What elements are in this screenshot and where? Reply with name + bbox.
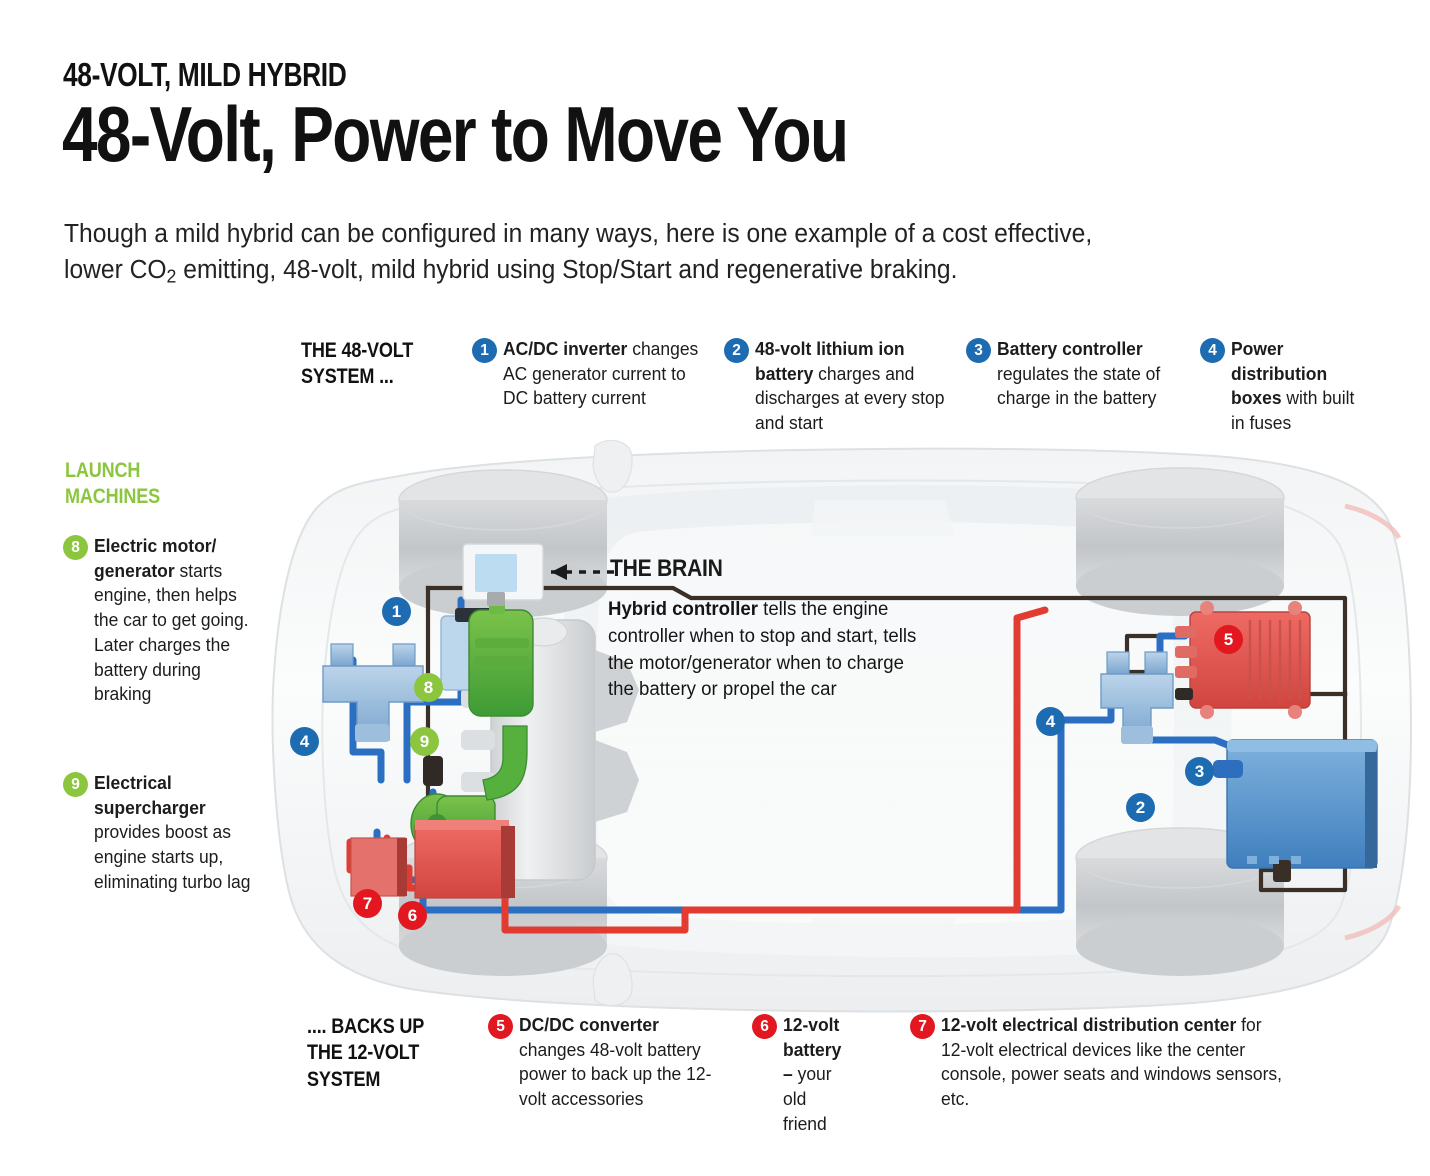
legend-item-2-body: charges and discharges at every stop and… xyxy=(755,362,945,434)
brain-title: Hybrid controller xyxy=(608,598,758,620)
legend-item-7-title: 12-volt electrical distribution center xyxy=(941,1014,1237,1035)
power-distribution-box-front xyxy=(322,643,424,742)
diagram-marker-2[interactable]: 2 xyxy=(1126,793,1155,822)
subheading-line-1: Though a mild hybrid can be configured i… xyxy=(64,220,1093,248)
car-mirrors xyxy=(592,440,633,1007)
legend-item-8-body: starts engine, then helps the car to get… xyxy=(94,559,249,705)
motor-generator-part xyxy=(468,600,534,717)
legend-item-8[interactable]: 8 Electric motor/ generator starts engin… xyxy=(63,534,263,707)
badge-1: 1 xyxy=(472,338,497,363)
badge-6: 6 xyxy=(752,1014,777,1039)
co2-subscript: 2 xyxy=(166,265,177,287)
diagram-marker-4-front[interactable]: 4 xyxy=(290,727,319,756)
diagram-marker-4-rear[interactable]: 4 xyxy=(1036,707,1065,736)
car-diagram xyxy=(255,440,1430,1020)
top-section-heading: THE 48-VOLT SYSTEM ... xyxy=(301,338,413,391)
legend-item-1-text: AC/DC inverter changes AC generator curr… xyxy=(472,337,705,411)
legend-item-8-text: Electric motor/ generator starts engine,… xyxy=(63,534,251,707)
top-heading-line-2: SYSTEM ... xyxy=(301,365,394,389)
legend-item-6-body: your old friend xyxy=(783,1063,832,1134)
badge-3: 3 xyxy=(966,338,991,363)
legend-item-7[interactable]: 7 12-volt electrical distribution center… xyxy=(910,1013,1310,1112)
badge-4: 4 xyxy=(1200,338,1225,363)
legend-item-2-text: 48-volt lithium ion battery charges and … xyxy=(724,337,950,436)
power-distribution-box-rear xyxy=(1100,651,1174,744)
legend-item-5-text: DC/DC converter changes 48-volt battery … xyxy=(488,1013,725,1112)
diagram-marker-8[interactable]: 8 xyxy=(414,673,443,702)
taillight-left xyxy=(1344,503,1402,540)
diagram-marker-9[interactable]: 9 xyxy=(410,727,439,756)
kicker-text: 48-VOLT, MILD HYBRID xyxy=(63,56,347,93)
diagram-marker-7[interactable]: 7 xyxy=(353,889,382,918)
badge-7: 7 xyxy=(910,1014,935,1039)
left-heading-line-1: LAUNCH xyxy=(65,459,141,482)
legend-item-6-title: 12-volt battery – xyxy=(783,1014,842,1085)
legend-item-5-body: changes 48-volt battery power to back up… xyxy=(519,1038,712,1110)
brain-label: THE BRAIN xyxy=(610,555,723,582)
connector-black-front xyxy=(423,756,443,786)
legend-item-4-body: with built in fuses xyxy=(1231,387,1355,434)
hybrid-controller-module xyxy=(462,543,544,606)
diagram-marker-3[interactable]: 3 xyxy=(1185,757,1214,786)
legend-item-3-text: Battery controller regulates the state o… xyxy=(966,337,1175,411)
left-heading-line-2: MACHINES xyxy=(65,485,160,509)
bottom-heading-line-2: THE 12-VOLT xyxy=(307,1041,420,1065)
twelve-volt-battery-part xyxy=(414,820,515,899)
legend-item-3[interactable]: 3 Battery controller regulates the state… xyxy=(966,337,1188,411)
badge-9: 9 xyxy=(63,772,88,797)
legend-item-9-title: Electrical supercharger xyxy=(94,772,206,818)
legend-item-9[interactable]: 9 Electrical supercharger provides boost… xyxy=(63,771,268,895)
legend-item-8-title: Electric motor/ generator xyxy=(94,535,217,581)
legend-item-7-text: 12-volt electrical distribution center f… xyxy=(910,1013,1286,1112)
subheading-line-2a: lower CO xyxy=(64,256,167,285)
legend-item-7-body: for 12-volt electrical devices like the … xyxy=(941,1014,1283,1110)
legend-item-9-text: Electrical supercharger provides boost a… xyxy=(63,771,256,895)
legend-item-1[interactable]: 1 AC/DC inverter changes AC generator cu… xyxy=(472,337,720,411)
legend-item-4[interactable]: 4 Power distribution boxes with built in… xyxy=(1200,337,1378,436)
legend-item-1-title: AC/DC inverter xyxy=(503,338,628,359)
badge-2: 2 xyxy=(724,338,749,363)
bottom-heading-line-1: .... BACKS UP xyxy=(307,1015,425,1038)
brain-description: Hybrid controller tells the engine contr… xyxy=(608,596,931,703)
legend-item-5[interactable]: 5 DC/DC converter changes 48-volt batter… xyxy=(488,1013,740,1112)
top-heading-line-1: THE 48-VOLT xyxy=(301,339,414,362)
legend-item-6-text: 12-volt battery – your old friend xyxy=(752,1013,846,1137)
legend-item-3-body: regulates the state of charge in the bat… xyxy=(997,362,1161,409)
legend-item-6[interactable]: 6 12-volt battery – your old friend xyxy=(752,1013,852,1137)
badge-5: 5 xyxy=(488,1014,513,1039)
bottom-section-heading: .... BACKS UP THE 12-VOLT SYSTEM xyxy=(307,1014,424,1093)
left-section-heading: LAUNCH MACHINES xyxy=(65,458,160,511)
subheading-line-2b: emitting, 48-volt, mild hybrid using Sto… xyxy=(176,256,958,285)
legend-item-5-title: DC/DC converter xyxy=(519,1014,659,1035)
legend-item-9-body: provides boost as engine starts up, elim… xyxy=(94,821,251,892)
page-title: 48-Volt, Power to Move You xyxy=(62,90,849,178)
diagram-marker-6[interactable]: 6 xyxy=(398,901,427,930)
badge-8: 8 xyxy=(63,535,88,560)
diagram-marker-5[interactable]: 5 xyxy=(1214,625,1243,654)
diagram-marker-1[interactable]: 1 xyxy=(382,597,411,626)
legend-item-4-text: Power distribution boxes with built in f… xyxy=(1200,337,1367,436)
subheading: Though a mild hybrid can be configured i… xyxy=(64,216,1309,290)
legend-item-2[interactable]: 2 48-volt lithium ion battery charges an… xyxy=(724,337,964,436)
battery-pack-part xyxy=(1213,739,1378,882)
dcdc-converter-part xyxy=(1175,601,1311,719)
legend-item-2-title: 48-volt lithium ion battery xyxy=(755,338,905,384)
brain-pointer-arrow xyxy=(551,564,621,580)
taillight-right xyxy=(1344,904,1402,941)
twelve-volt-distribution-center-part xyxy=(350,837,407,897)
legend-item-1-body: changes AC generator current to DC batte… xyxy=(503,338,699,409)
brain-body: tells the engine controller when to stop… xyxy=(608,598,917,701)
wheel-front-right xyxy=(1075,467,1285,616)
legend-item-3-title: Battery controller xyxy=(997,338,1143,359)
legend-item-4-title: Power distribution boxes xyxy=(1231,338,1328,409)
bottom-heading-line-3: SYSTEM xyxy=(307,1067,381,1091)
